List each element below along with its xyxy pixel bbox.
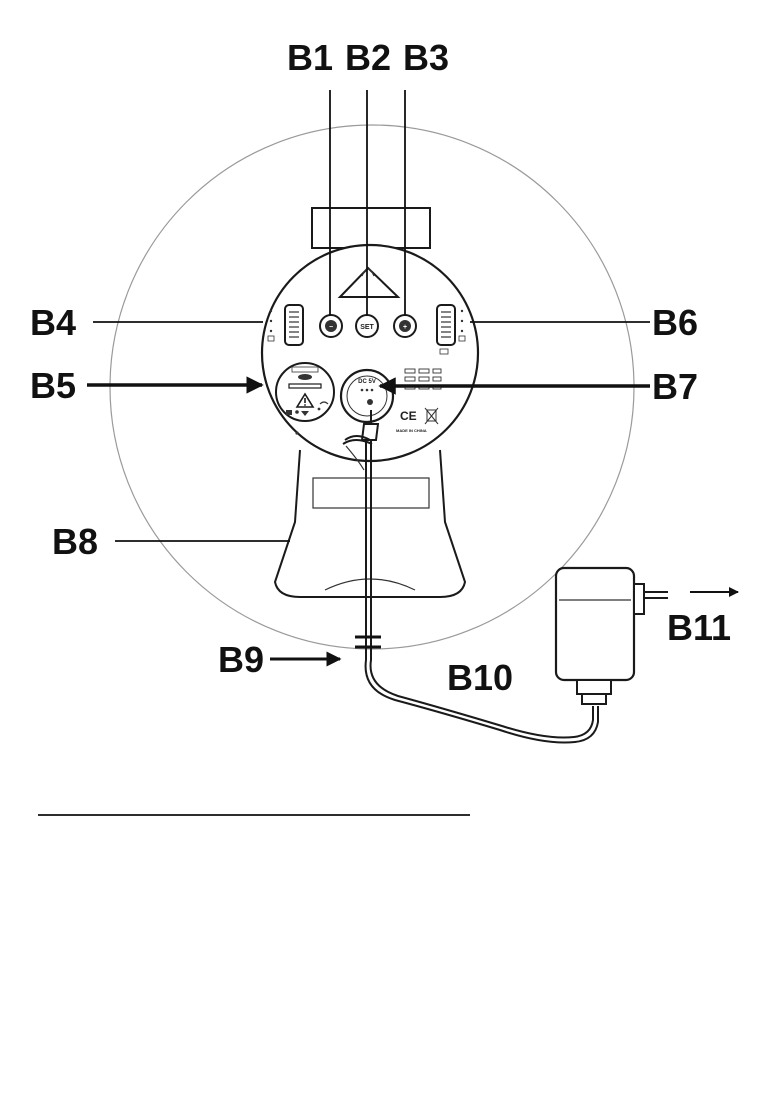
- plus-button-label: +: [403, 324, 407, 331]
- callout-b6: B6: [652, 302, 698, 343]
- callout-b5: B5: [30, 365, 76, 406]
- callout-b1: B1: [287, 37, 333, 78]
- plus-button[interactable]: +: [394, 315, 416, 337]
- set-button[interactable]: SET: [356, 315, 378, 337]
- ce-mark: CE: [400, 409, 417, 423]
- origin-text: MADE IN CHINA: [396, 428, 427, 433]
- power-adapter: [556, 568, 668, 704]
- callout-b2: B2: [345, 37, 391, 78]
- callout-b10: B10: [447, 657, 513, 698]
- minus-button-label: −: [329, 324, 333, 331]
- callout-b7: B7: [652, 366, 698, 407]
- ferrite-ring: [355, 637, 381, 647]
- callout-b9: B9: [218, 639, 264, 680]
- callout-b3: B3: [403, 37, 449, 78]
- set-button-label: SET: [360, 324, 374, 331]
- callout-b4: B4: [30, 302, 76, 343]
- callout-b11: B11: [667, 607, 731, 648]
- callout-b8: B8: [52, 521, 98, 562]
- minus-button[interactable]: −: [320, 315, 342, 337]
- power-rating-text: DC 5V: [358, 379, 376, 385]
- dc-socket[interactable]: DC 5V: [341, 370, 393, 422]
